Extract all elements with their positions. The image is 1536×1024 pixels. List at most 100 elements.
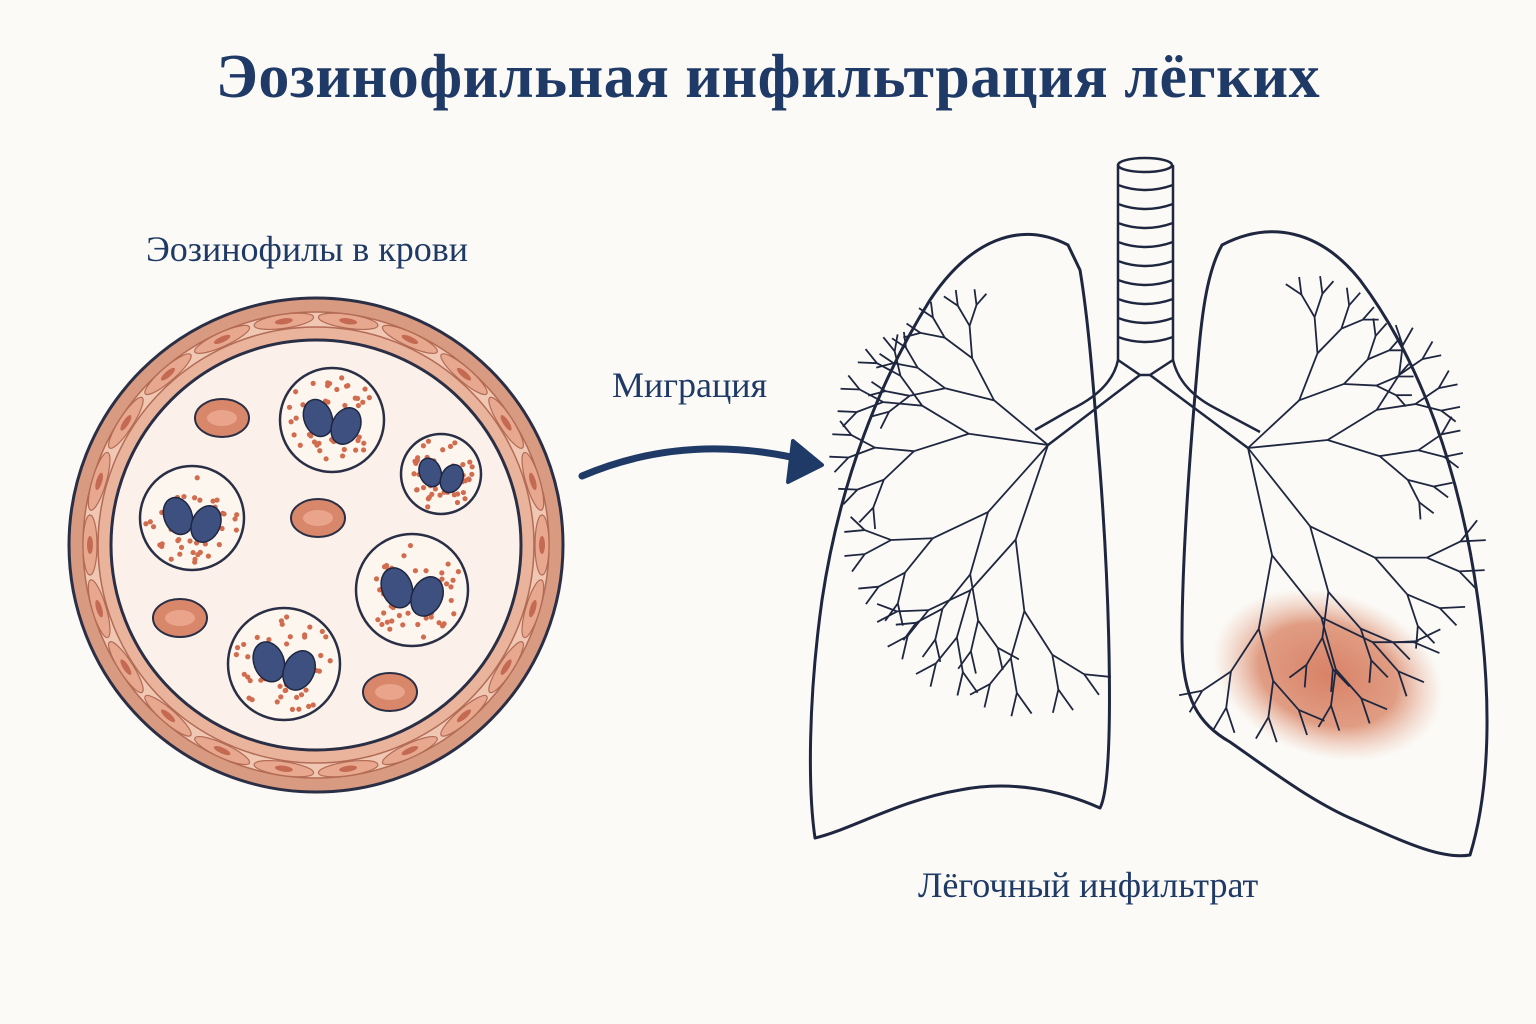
bronchus-branch xyxy=(1212,707,1227,730)
trachea-ring xyxy=(1117,183,1174,192)
bronchus-branch xyxy=(970,651,977,674)
bronchus-branch xyxy=(893,351,902,376)
granule xyxy=(318,652,324,659)
bronchus-branch xyxy=(864,539,892,555)
granule xyxy=(219,525,225,532)
granule xyxy=(168,556,174,562)
trachea xyxy=(1116,156,1175,360)
nucleus-lobe xyxy=(282,650,316,691)
granule xyxy=(214,497,220,503)
bronchus-branch xyxy=(874,446,915,453)
bronchus-branch xyxy=(876,362,901,377)
granule xyxy=(317,448,323,454)
trachea-ring xyxy=(1117,316,1174,325)
bronchus-branch xyxy=(1178,689,1203,697)
bronchus-branch xyxy=(1330,705,1341,731)
bronchus-branch xyxy=(934,608,944,640)
granule xyxy=(447,443,454,449)
bronchus-branch xyxy=(856,401,884,413)
bronchus-branch xyxy=(955,637,964,673)
bronchus-branch xyxy=(921,404,970,435)
trachea-ring xyxy=(1117,335,1174,344)
bronchus-branch xyxy=(851,434,876,449)
granule xyxy=(454,499,461,506)
bronchus-branch xyxy=(1340,305,1350,330)
bronchus-branch xyxy=(917,367,946,390)
nucleus-lobe xyxy=(410,576,444,617)
bronchus-branch xyxy=(1362,306,1375,321)
bronchus-branch xyxy=(1321,591,1330,638)
granule xyxy=(334,386,340,393)
bronchus-branch xyxy=(918,307,934,319)
bronchus-branch xyxy=(1418,502,1422,520)
granule xyxy=(396,612,402,619)
bronchus-branch xyxy=(879,352,894,364)
eosinophil xyxy=(226,606,342,722)
granule xyxy=(425,504,431,510)
bronchus-branch xyxy=(1388,337,1402,351)
bronchus-branch xyxy=(859,388,884,403)
endothelial-nucleus xyxy=(529,472,537,491)
main-bronchi xyxy=(1034,358,1261,450)
bronchus-branch xyxy=(1247,447,1311,527)
bronchus-branch xyxy=(1372,318,1377,337)
endothelial-nucleus xyxy=(401,745,419,756)
bronchus-branch xyxy=(864,529,892,541)
bronchus-branch xyxy=(1433,481,1453,488)
granule xyxy=(413,487,420,493)
bronchus-branch xyxy=(895,621,917,626)
nucleus-lobe xyxy=(439,463,465,494)
granule xyxy=(361,447,367,453)
bronchus-branch xyxy=(1016,692,1033,715)
granule xyxy=(288,419,294,425)
bronchus-branch xyxy=(1319,275,1324,294)
granule xyxy=(306,703,312,709)
granule xyxy=(467,459,473,465)
granule xyxy=(303,687,309,693)
bronchus-branch xyxy=(848,446,876,459)
bronchus-branch xyxy=(969,511,989,575)
bronchus-branch xyxy=(969,539,1017,591)
bronchus-branch xyxy=(1313,317,1319,354)
bronchus-branch xyxy=(1288,664,1308,679)
granule xyxy=(150,524,157,530)
granule xyxy=(323,456,329,462)
bronchus-branch xyxy=(975,293,988,306)
granule xyxy=(157,542,163,548)
bronchus-branch xyxy=(929,301,934,318)
endothelial-nucleus xyxy=(120,659,132,675)
bronchus-branch xyxy=(1426,540,1461,559)
bronchus-branch xyxy=(1374,322,1388,337)
bronchus-branch xyxy=(973,289,978,306)
bronchus-branch xyxy=(909,387,946,397)
bronchus-branch xyxy=(1014,539,1026,612)
bronchus-branch xyxy=(1378,455,1409,481)
bronchus-branch xyxy=(891,337,907,349)
eosinophil xyxy=(278,366,386,474)
bronchus-branch xyxy=(968,304,978,327)
granule xyxy=(323,634,329,640)
bronchus-branch xyxy=(1309,525,1376,559)
bronchus-branch xyxy=(1443,452,1464,458)
granule xyxy=(355,402,362,409)
granule xyxy=(425,496,431,502)
bronchus-branch xyxy=(1398,358,1423,376)
endothelial-nucleus xyxy=(500,415,512,431)
bronchus-branch xyxy=(1023,610,1054,656)
granule xyxy=(274,699,280,705)
bronchus-branch xyxy=(1009,610,1026,659)
endothelial-nucleus xyxy=(456,367,472,381)
bronchus-branch xyxy=(851,553,866,573)
blood-vessel xyxy=(67,296,565,794)
granule xyxy=(420,634,427,640)
granule xyxy=(289,706,296,713)
bronchus-branch xyxy=(969,574,979,621)
red-blood-cell-center xyxy=(207,410,237,426)
bronchus-branch xyxy=(1397,670,1425,684)
bronchus-branch xyxy=(943,295,959,307)
endothelial-nucleus xyxy=(339,765,358,772)
granule xyxy=(420,485,427,491)
bronchus-branch xyxy=(1370,659,1389,679)
bronchus-branch xyxy=(837,410,857,413)
granule xyxy=(469,464,475,470)
